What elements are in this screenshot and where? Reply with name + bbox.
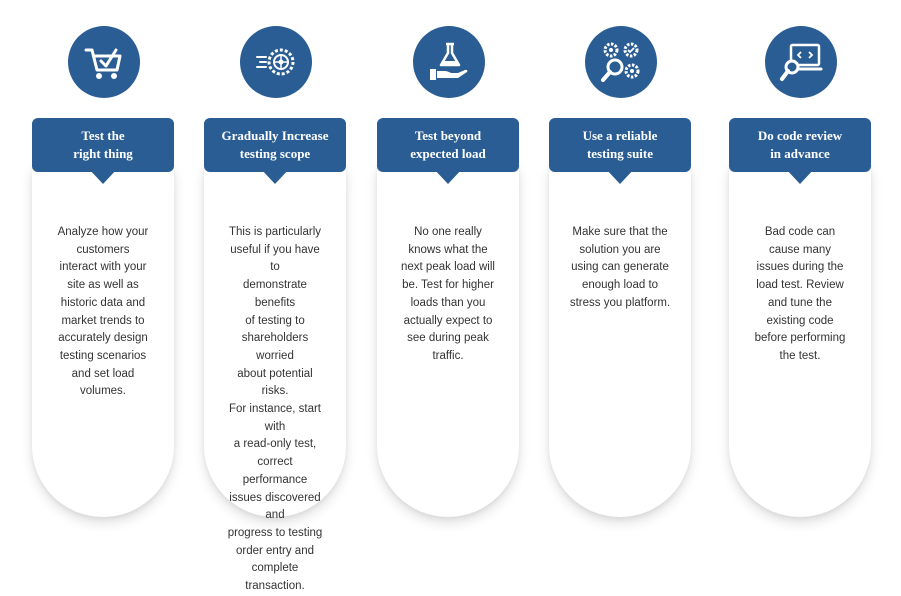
step-card — [549, 160, 691, 517]
header-pointer — [260, 168, 290, 184]
step-title-box: Gradually Increase testing scope — [204, 118, 346, 172]
code-review-laptop-icon — [780, 43, 823, 81]
header-pointer — [433, 168, 463, 184]
icon-circle — [765, 26, 837, 98]
header-pointer — [88, 168, 118, 184]
step-column-3: Test beyond expected load No one really … — [377, 0, 519, 550]
step-card — [377, 160, 519, 517]
step-description: No one really knows what the next peak l… — [401, 226, 495, 362]
step-title: Test beyond expected load — [410, 128, 486, 161]
step-column-2: Gradually Increase testing scope This is… — [204, 0, 346, 592]
shopping-cart-check-icon — [84, 48, 122, 79]
step-title-box: Do code review in advance — [729, 118, 871, 172]
step-title: Gradually Increase testing scope — [221, 128, 329, 161]
speed-wheel-icon — [256, 48, 295, 76]
step-card — [204, 160, 346, 517]
icon-circle — [413, 26, 485, 98]
step-description: Bad code can cause many issues during th… — [754, 226, 846, 362]
hand-flask-icon — [430, 42, 468, 80]
icon-circle — [240, 26, 312, 98]
step-description: Analyze how your customers interact with… — [57, 226, 149, 398]
step-column-5: Do code review in advance Bad code can c… — [729, 0, 871, 550]
step-title-box: Use a reliable testing suite — [549, 118, 691, 172]
step-title-box: Test beyond expected load — [377, 118, 519, 172]
step-column-4: Use a reliable testing suite Make sure t… — [549, 0, 691, 550]
step-column-1: Test the right thing Analyze how your cu… — [32, 0, 174, 550]
step-description: Make sure that the solution you are usin… — [569, 226, 671, 309]
step-card — [729, 160, 871, 517]
icon-circle — [585, 26, 657, 98]
gears-magnifier-icon — [601, 42, 640, 82]
step-title-box: Test the right thing — [32, 118, 174, 172]
step-title: Use a reliable testing suite — [582, 128, 658, 161]
step-title: Test the right thing — [73, 128, 133, 161]
header-pointer — [785, 168, 815, 184]
icon-circle — [68, 26, 140, 98]
step-description: This is particularly useful if you have … — [227, 226, 323, 593]
step-title: Do code review in advance — [757, 128, 843, 161]
header-pointer — [605, 168, 635, 184]
step-card — [32, 160, 174, 517]
